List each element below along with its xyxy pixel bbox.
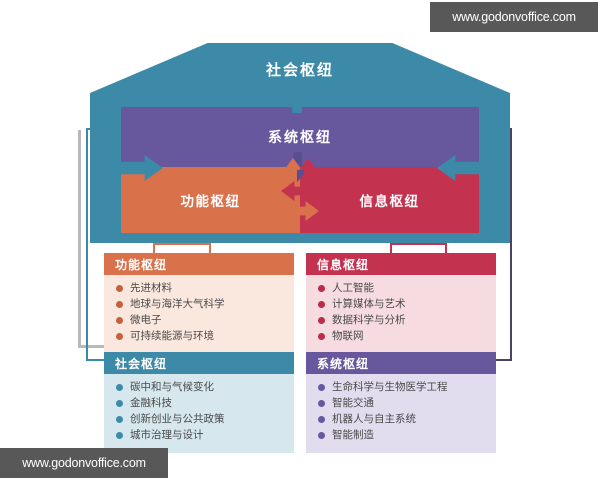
grey-rail-vertical [78, 130, 81, 348]
bullet-icon [116, 432, 123, 439]
card-function-list: 先进材料 地球与海洋大气科学 微电子 可持续能源与环境 [116, 281, 288, 344]
list-item-label: 机器人与自主系统 [332, 413, 416, 425]
list-item-label: 地球与海洋大气科学 [130, 298, 225, 310]
list-item: 微电子 [116, 313, 288, 328]
list-item-label: 智能制造 [332, 429, 374, 441]
watermark-bottom: www.godonvoffice.com [0, 448, 168, 478]
list-item: 地球与海洋大气科学 [116, 297, 288, 312]
bullet-icon [116, 384, 123, 391]
connector-system-bottom [494, 359, 512, 361]
card-system-hub: 系统枢纽 生命科学与生物医学工程 智能交通 机器人与自主系统 智能制造 [306, 352, 496, 453]
bullet-icon [318, 301, 325, 308]
card-social-body: 碳中和与气候变化 金融科技 创新创业与公共政策 城市治理与设计 [104, 374, 294, 453]
card-system-body: 生命科学与生物医学工程 智能交通 机器人与自主系统 智能制造 [306, 374, 496, 453]
bullet-icon [116, 400, 123, 407]
list-item-label: 人工智能 [332, 282, 374, 294]
card-function-hub: 功能枢纽 先进材料 地球与海洋大气科学 微电子 可持续能源与环境 [104, 253, 294, 354]
list-item: 创新创业与公共政策 [116, 412, 288, 427]
list-item: 物联网 [318, 329, 490, 344]
list-item: 生命科学与生物医学工程 [318, 380, 490, 395]
connector-info-elbow [390, 243, 447, 245]
social-hub-label: 社会枢纽 [265, 61, 334, 79]
list-item: 金融科技 [116, 396, 288, 411]
list-item-label: 城市治理与设计 [130, 429, 204, 441]
list-item-label: 碳中和与气候变化 [130, 381, 214, 393]
list-item: 人工智能 [318, 281, 490, 296]
list-item-label: 物联网 [332, 330, 364, 342]
bullet-icon [116, 333, 123, 340]
list-item-label: 智能交通 [332, 397, 374, 409]
list-item: 城市治理与设计 [116, 428, 288, 443]
list-item-label: 金融科技 [130, 397, 172, 409]
card-info-body: 人工智能 计算媒体与艺术 数据科学与分析 物联网 [306, 275, 496, 354]
bullet-icon [318, 400, 325, 407]
list-item-label: 创新创业与公共政策 [130, 413, 225, 425]
card-info-title: 信息枢纽 [306, 253, 496, 275]
connector-system-vertical [510, 128, 512, 361]
system-hub-label: 系统枢纽 [268, 130, 332, 146]
list-item: 碳中和与气候变化 [116, 380, 288, 395]
list-item: 机器人与自主系统 [318, 412, 490, 427]
list-item: 可持续能源与环境 [116, 329, 288, 344]
list-item-label: 数据科学与分析 [332, 314, 406, 326]
bullet-icon [318, 432, 325, 439]
card-system-list: 生命科学与生物医学工程 智能交通 机器人与自主系统 智能制造 [318, 380, 490, 443]
list-item: 智能交通 [318, 396, 490, 411]
bullet-icon [116, 301, 123, 308]
card-system-title: 系统枢纽 [306, 352, 496, 374]
grey-rail-foot [78, 345, 106, 348]
list-item: 数据科学与分析 [318, 313, 490, 328]
list-item: 先进材料 [116, 281, 288, 296]
card-info-list: 人工智能 计算媒体与艺术 数据科学与分析 物联网 [318, 281, 490, 344]
card-social-hub: 社会枢纽 碳中和与气候变化 金融科技 创新创业与公共政策 城市治理与设计 [104, 352, 294, 453]
connector-social-vertical [86, 128, 88, 361]
watermark-top: www.godonvoffice.com [430, 2, 598, 32]
function-hub-block: 功能枢纽 [121, 167, 300, 233]
card-function-title: 功能枢纽 [104, 253, 294, 275]
list-item-label: 计算媒体与艺术 [332, 298, 406, 310]
list-item-label: 可持续能源与环境 [130, 330, 214, 342]
info-hub-label: 信息枢纽 [359, 194, 420, 210]
list-item-label: 微电子 [130, 314, 162, 326]
function-hub-label: 功能枢纽 [180, 194, 241, 210]
bullet-icon [116, 317, 123, 324]
connector-social-bottom [86, 359, 106, 361]
list-item-label: 生命科学与生物医学工程 [332, 381, 448, 393]
bullet-icon [116, 285, 123, 292]
list-item: 智能制造 [318, 428, 490, 443]
list-item: 计算媒体与艺术 [318, 297, 490, 312]
connector-function-elbow [153, 243, 211, 245]
card-info-hub: 信息枢纽 人工智能 计算媒体与艺术 数据科学与分析 物联网 [306, 253, 496, 354]
bullet-icon [318, 416, 325, 423]
list-item-label: 先进材料 [130, 282, 172, 294]
bullet-icon [116, 416, 123, 423]
card-function-body: 先进材料 地球与海洋大气科学 微电子 可持续能源与环境 [104, 275, 294, 354]
bullet-icon [318, 333, 325, 340]
connector-function-drop [153, 243, 155, 255]
card-social-list: 碳中和与气候变化 金融科技 创新创业与公共政策 城市治理与设计 [116, 380, 288, 443]
bullet-icon [318, 384, 325, 391]
connector-info-drop [445, 243, 447, 255]
card-social-title: 社会枢纽 [104, 352, 294, 374]
bullet-icon [318, 317, 325, 324]
info-hub-block: 信息枢纽 [300, 167, 479, 233]
bullet-icon [318, 285, 325, 292]
